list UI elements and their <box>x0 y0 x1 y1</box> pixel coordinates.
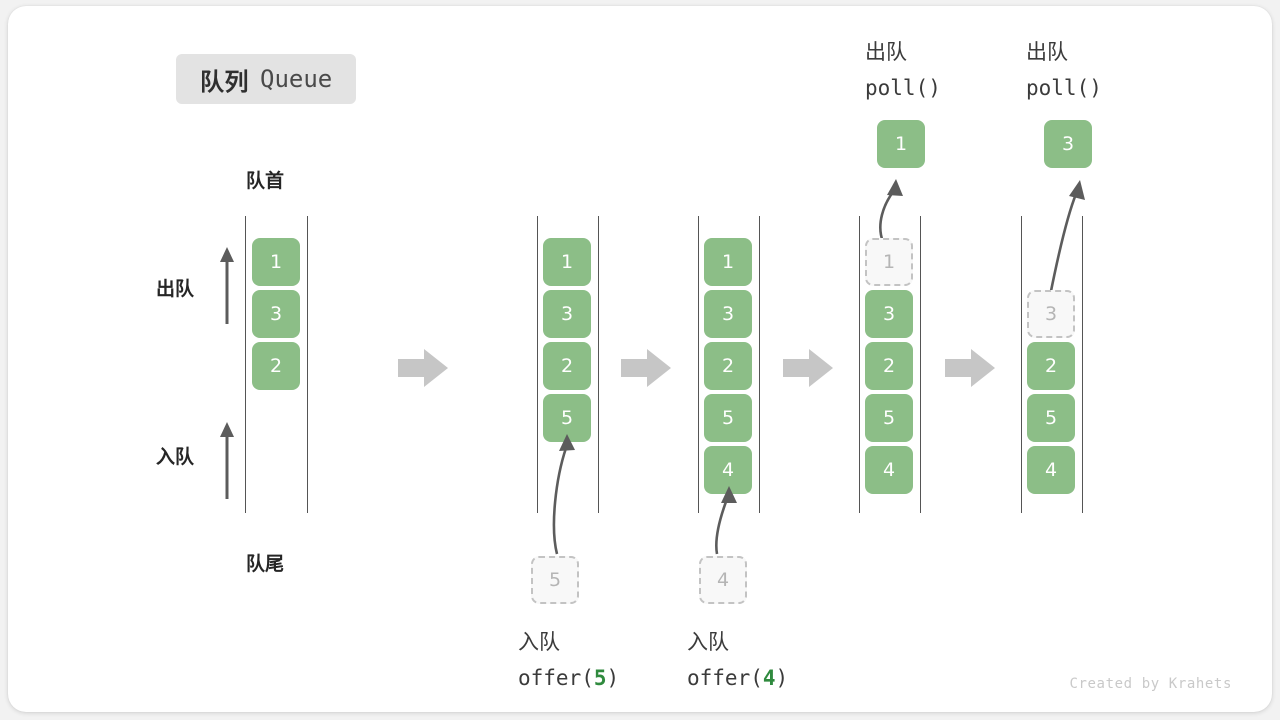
enqueue-op-code-prefix: offer( <box>518 666 594 690</box>
queue-element: 2 <box>865 342 913 390</box>
queue-rail-left-1 <box>245 216 246 513</box>
title-chinese: 队列 <box>200 67 249 96</box>
queue-element: 2 <box>1027 342 1075 390</box>
queue-element: 1 <box>543 238 591 286</box>
enqueue-op-label: 入队 <box>687 630 729 654</box>
queue-element-new: 4 <box>704 446 752 494</box>
title-badge: 队列 Queue <box>176 54 357 104</box>
watermark: Created by Krahets <box>1069 676 1232 692</box>
ghost-element: 3 <box>1027 290 1075 338</box>
queue-rail-right-4 <box>920 216 921 513</box>
queue-element: 5 <box>865 394 913 442</box>
dequeue-curve-arrow <box>1048 180 1085 297</box>
enqueue-direction-arrow <box>220 422 234 499</box>
enqueue-side-label: 入队 <box>156 446 195 468</box>
queue-rail-right-5 <box>1082 216 1083 513</box>
queue-element: 2 <box>252 342 300 390</box>
diagram-card: 队列 Queue 队首 出队 入队 1 3 2 队尾 1 <box>8 6 1272 712</box>
queue-element: 5 <box>704 394 752 442</box>
enqueue-op-code: offer(5) <box>518 660 619 696</box>
queue-rail-left-2 <box>537 216 538 513</box>
rear-label: 队尾 <box>246 553 285 575</box>
enqueue-curve-arrow <box>715 486 737 555</box>
front-label: 队首 <box>246 170 285 192</box>
ghost-element: 4 <box>699 556 747 604</box>
queue-rail-left-5 <box>1021 216 1022 513</box>
queue-rail-left-4 <box>859 216 860 513</box>
dequeue-side-label: 出队 <box>156 278 195 300</box>
queue-element: 5 <box>1027 394 1075 442</box>
enqueue-op-code: offer(4) <box>687 660 788 696</box>
ghost-element: 5 <box>531 556 579 604</box>
queue-element: 3 <box>865 290 913 338</box>
enqueue-op-code-prefix: offer( <box>687 666 763 690</box>
enqueue-curve-arrow <box>552 434 575 555</box>
ghost-element: 1 <box>865 238 913 286</box>
queue-element: 3 <box>252 290 300 338</box>
queue-element: 3 <box>543 290 591 338</box>
queue-rail-right-1 <box>307 216 308 513</box>
flow-arrow-icon <box>398 349 448 387</box>
enqueue-op-code-arg: 4 <box>762 666 776 690</box>
popped-element: 3 <box>1044 120 1092 168</box>
queue-element: 2 <box>704 342 752 390</box>
queue-element: 3 <box>704 290 752 338</box>
queue-element: 4 <box>865 446 913 494</box>
dequeue-op-label: 出队 <box>865 40 907 64</box>
queue-element: 1 <box>704 238 752 286</box>
enqueue-op-code-suffix: ) <box>606 666 620 690</box>
queue-element: 4 <box>1027 446 1075 494</box>
title-english: Queue <box>260 65 333 93</box>
dequeue-direction-arrow <box>220 247 234 324</box>
enqueue-op-code-arg: 5 <box>593 666 607 690</box>
queue-rail-right-2 <box>598 216 599 513</box>
flow-arrow-icon <box>945 349 995 387</box>
flow-arrow-icon <box>783 349 833 387</box>
enqueue-op-code-suffix: ) <box>775 666 789 690</box>
popped-element: 1 <box>877 120 925 168</box>
dequeue-curve-arrow <box>879 179 903 243</box>
dequeue-op-code: poll() <box>1026 76 1102 100</box>
queue-rail-right-3 <box>759 216 760 513</box>
flow-arrow-icon <box>621 349 671 387</box>
queue-element: 1 <box>252 238 300 286</box>
queue-element: 2 <box>543 342 591 390</box>
dequeue-op-code: poll() <box>865 76 941 100</box>
queue-rail-left-3 <box>698 216 699 513</box>
enqueue-op-label: 入队 <box>518 630 560 654</box>
dequeue-op-label: 出队 <box>1026 40 1068 64</box>
